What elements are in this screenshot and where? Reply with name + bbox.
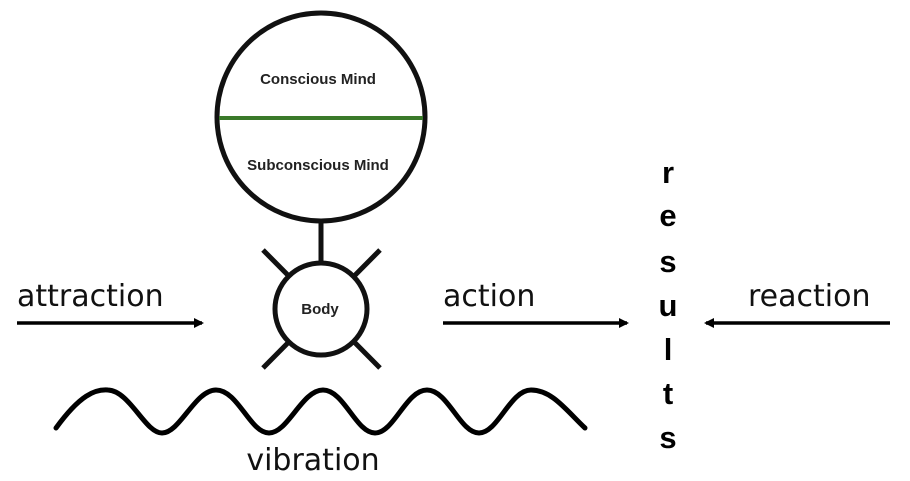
results-letter: e [659, 198, 676, 233]
results-letter: u [659, 288, 678, 323]
results-letter: s [659, 244, 676, 279]
subconscious-mind-label: Subconscious Mind [247, 157, 389, 174]
results-letter: l [664, 332, 673, 367]
results-letter: r [662, 155, 674, 190]
attraction-label: attraction [17, 279, 164, 314]
results-word: r e s u l t s [659, 155, 678, 455]
reaction-label: reaction [748, 279, 870, 314]
results-letter: s [659, 420, 676, 455]
body-circle [272, 260, 370, 358]
vibration-wave [53, 387, 588, 436]
conscious-mind-label: Conscious Mind [260, 71, 376, 88]
results-letter: t [663, 376, 673, 411]
vibration-label: vibration [246, 443, 379, 478]
body-label: Body [301, 301, 339, 318]
action-label: action [443, 279, 535, 314]
